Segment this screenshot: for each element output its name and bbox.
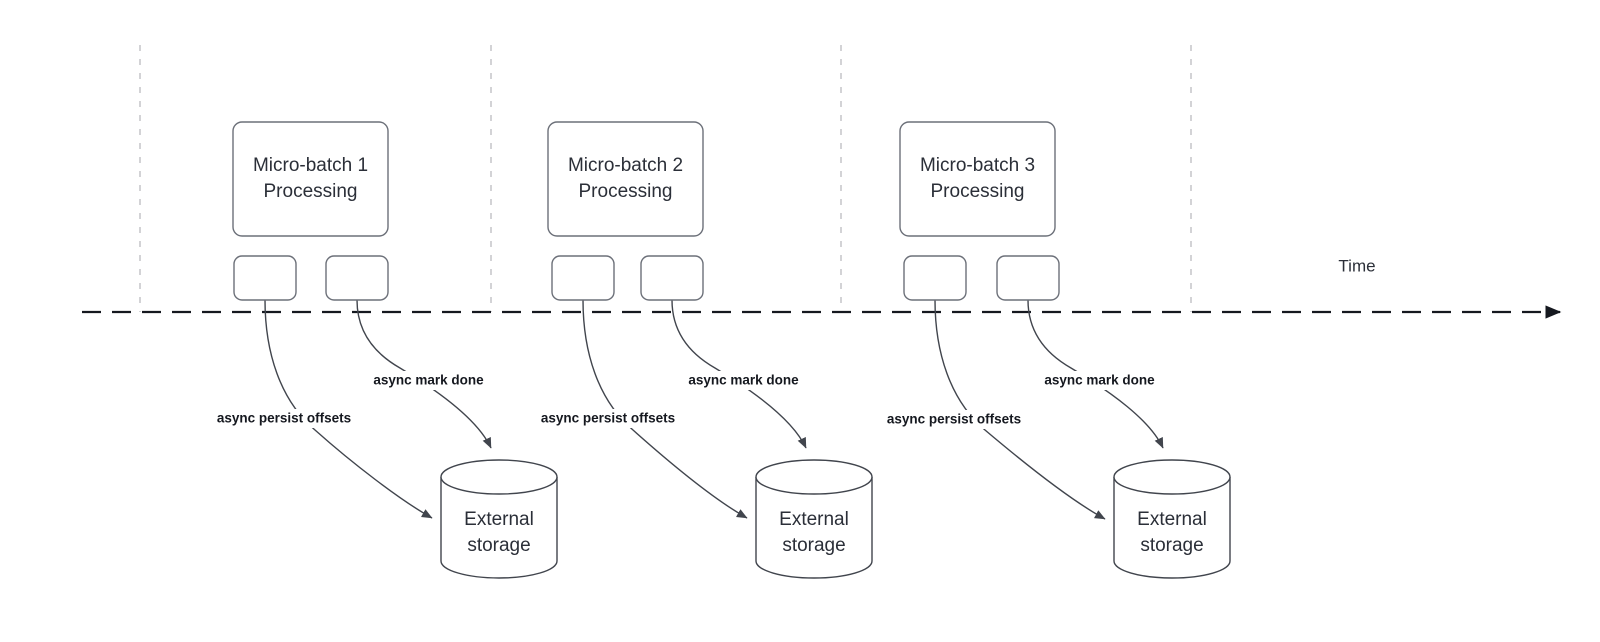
external-storage-3-top[interactable] <box>1113 459 1231 495</box>
micro-batch-2-processing-line1: Micro-batch 2 <box>568 155 683 176</box>
async-mark-done-edge-2 <box>671 299 807 449</box>
async-persist-offsets-label-2: async persist offsets <box>514 409 702 428</box>
external-storage-2[interactable]: External storage <box>755 459 873 579</box>
async-mark-done-label-3-bg <box>1026 371 1173 390</box>
external-storage-1[interactable]: External storage <box>440 459 558 579</box>
micro-batch-1-processing-box-shape[interactable] <box>232 121 389 237</box>
async-persist-offsets-label-1-bg <box>190 409 378 428</box>
async-persist-offsets-edge-1 <box>264 299 433 519</box>
async-persist-offsets-label-2-bg <box>514 409 702 428</box>
tick-divider-group <box>139 45 1192 312</box>
external-storage-1-line1: External <box>464 509 534 530</box>
group-1: Micro-batch 1 Processing async persist o… <box>190 121 558 579</box>
async-persist-offsets-label-3-bg <box>860 410 1048 429</box>
async-mark-done-label-3: async mark done <box>1026 371 1173 390</box>
async-mark-done-label-1: async mark done <box>355 371 502 390</box>
async-mark-done-label-2-bg <box>670 371 817 390</box>
micro-batch-3-processing-box-shape[interactable] <box>899 121 1056 237</box>
external-storage-3-line2: storage <box>1140 535 1203 556</box>
async-mark-done-label-2: async mark done <box>670 371 817 390</box>
micro-batch-1-task-box-right[interactable] <box>325 255 389 301</box>
group-2: Micro-batch 2 Processing async persist o… <box>514 121 873 579</box>
time-axis: Time <box>82 256 1562 319</box>
micro-batch-1-processing-line2: Processing <box>264 181 358 202</box>
external-storage-1-top[interactable] <box>440 459 558 495</box>
async-persist-offsets-label-1: async persist offsets <box>190 409 378 428</box>
micro-batch-2-processing-line2: Processing <box>579 181 673 202</box>
micro-batch-1-processing-line1: Micro-batch 1 <box>253 155 368 176</box>
async-mark-done-label-2-text: async mark done <box>688 373 799 388</box>
micro-batch-3-processing-line1: Micro-batch 3 <box>920 155 1035 176</box>
external-storage-2-top[interactable] <box>755 459 873 495</box>
micro-batch-1-processing-box[interactable]: Micro-batch 1 Processing <box>232 121 389 237</box>
micro-batch-3-processing-box[interactable]: Micro-batch 3 Processing <box>899 121 1056 237</box>
external-storage-1-line2: storage <box>467 535 530 556</box>
external-storage-2-line2: storage <box>782 535 845 556</box>
external-storage-3[interactable]: External storage <box>1113 459 1231 579</box>
micro-batch-3-task-box-left[interactable] <box>903 255 967 301</box>
external-storage-2-line1: External <box>779 509 849 530</box>
micro-batch-2-task-box-right[interactable] <box>640 255 704 301</box>
async-persist-offsets-label-3: async persist offsets <box>860 410 1048 429</box>
async-persist-offsets-label-2-text: async persist offsets <box>541 411 675 426</box>
async-mark-done-label-1-text: async mark done <box>373 373 484 388</box>
external-storage-3-line1: External <box>1137 509 1207 530</box>
async-persist-offsets-label-3-text: async persist offsets <box>887 412 1021 427</box>
async-persist-offsets-edge-2 <box>582 299 748 519</box>
time-axis-label: Time <box>1338 256 1375 275</box>
async-mark-done-edge-1 <box>356 299 492 449</box>
group-3: Micro-batch 3 Processing async persist o… <box>860 121 1231 579</box>
external-storage-2-body[interactable] <box>755 477 873 579</box>
micro-batch-3-task-box-right[interactable] <box>996 255 1060 301</box>
micro-batch-3-processing-line2: Processing <box>931 181 1025 202</box>
async-persist-offsets-label-1-text: async persist offsets <box>217 411 351 426</box>
micro-batch-2-processing-box-shape[interactable] <box>547 121 704 237</box>
external-storage-3-body[interactable] <box>1113 477 1231 579</box>
external-storage-1-body[interactable] <box>440 477 558 579</box>
micro-batch-2-processing-box[interactable]: Micro-batch 2 Processing <box>547 121 704 237</box>
async-mark-done-edge-3 <box>1027 299 1164 449</box>
micro-batch-2-task-box-left[interactable] <box>551 255 615 301</box>
async-mark-done-label-3-text: async mark done <box>1044 373 1155 388</box>
micro-batch-1-task-box-left[interactable] <box>233 255 297 301</box>
async-persist-offsets-edge-3 <box>934 299 1106 520</box>
async-mark-done-label-1-bg <box>355 371 502 390</box>
